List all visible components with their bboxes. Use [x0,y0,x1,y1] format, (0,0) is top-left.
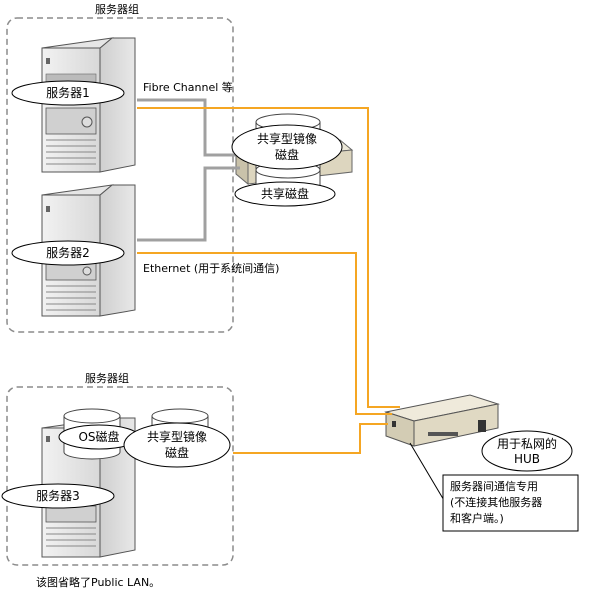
ethernet-link-1 [137,107,400,408]
mirror-disk-bottom-line2: 磁盘 [165,445,189,460]
server-3-label-text: 服务器3 [36,488,80,503]
server-group-2-title: 服务器组 [85,371,129,385]
hub-device-icon [384,394,500,447]
mirror-disk-top-label: 共享型镜像 磁盘 [231,124,343,170]
ethernet-label: Ethernet (用于系统间通信) [143,262,279,275]
ethernet-link-2 [137,252,392,415]
shared-disk-label-text: 共享磁盘 [261,186,309,201]
mirror-disk-top-line2: 磁盘 [275,147,299,162]
os-disk-label-text: OS磁盘 [78,429,119,444]
mirror-disk-bottom-line1: 共享型镜像 [147,429,207,444]
fibre-channel-link-1 [137,98,260,157]
hub-label-line2: HUB [514,452,540,466]
fibre-channel-link-2 [137,166,240,242]
hub-note: 服务器间通信专用 (不连接其他服务器 和客户端。) [442,474,579,532]
server-2-label-text: 服务器2 [46,245,90,260]
footnote: 该图省略了Public LAN。 [36,575,160,589]
server-1-label: 服务器1 [11,80,125,106]
mirror-disk-bottom-label: 共享型镜像 磁盘 [123,422,231,468]
shared-disk-label: 共享磁盘 [234,181,336,207]
server-group-1-frame [6,17,234,333]
hub-label-line1: 用于私网的 [497,436,557,451]
hub-label: 用于私网的 HUB [481,430,573,472]
server-group-1-title: 服务器组 [95,2,139,16]
os-disk-label: OS磁盘 [58,424,140,450]
server-1-tower-icon [41,37,136,173]
server-3-label: 服务器3 [1,483,115,509]
server-1-label-text: 服务器1 [46,85,90,100]
hub-note-line2: (不连接其他服务器 [450,496,542,509]
ethernet-link-3 [233,423,388,454]
hub-note-line3: 和客户端。) [450,511,504,525]
hub-note-line1: 服务器间通信专用 [450,479,538,493]
server-group-2-frame [6,386,234,566]
mirror-disk-top-line1: 共享型镜像 [257,131,317,146]
hub-note-pointer [409,442,446,503]
fibre-channel-label: Fibre Channel 等 [143,80,233,94]
server-2-label: 服务器2 [11,240,125,266]
